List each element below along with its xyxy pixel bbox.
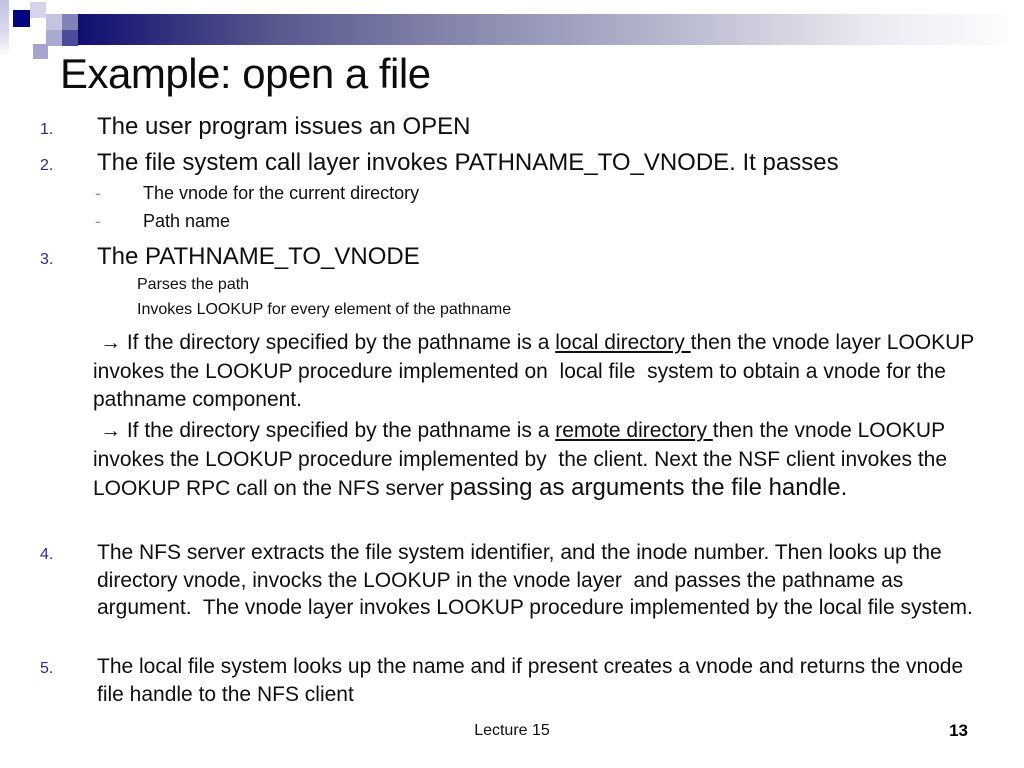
list-item-1: 1. The user program issues an OPEN xyxy=(40,111,990,142)
dash-bullet-icon: - xyxy=(95,184,101,203)
pixel-square xyxy=(62,14,78,30)
sub-bullet-text: Path name xyxy=(143,211,231,231)
pixel-square xyxy=(13,10,30,27)
item-text: The file system call layer invokes PATHN… xyxy=(97,149,839,176)
item-number: 5. xyxy=(40,660,54,677)
pixel-square xyxy=(46,30,62,46)
underlined-text: remote directory xyxy=(555,419,713,442)
left-gradient-strip xyxy=(0,0,9,57)
header-gradient-bar xyxy=(62,14,1008,45)
item-text: The PATHNAME_TO_VNODE xyxy=(97,243,420,270)
sub-line: Invokes LOOKUP for every element of the … xyxy=(137,301,512,318)
sub-line: Parses the path xyxy=(137,276,250,293)
pixel-square xyxy=(62,30,78,46)
item-number: 2. xyxy=(40,157,54,174)
list-item-3: 3. The PATHNAME_TO_VNODE xyxy=(40,241,990,272)
paragraph-text: then the vnode layer LOOKUP invokes the … xyxy=(93,331,980,412)
pixel-square xyxy=(30,2,46,18)
list-item-5: 5. The local file system looks up the na… xyxy=(40,653,990,708)
paragraph-text: then the vnode LOOKUP invokes the LOOKUP… xyxy=(93,419,957,501)
arrow-icon: → xyxy=(100,331,121,354)
paragraph-remote-directory: → If the directory specified by the path… xyxy=(93,417,990,504)
sub-bullet-text: The vnode for the current directory xyxy=(143,183,420,203)
paragraph-local-directory: → If the directory specified by the path… xyxy=(93,329,990,415)
item-number: 1. xyxy=(40,121,54,138)
page-number: 13 xyxy=(949,721,968,740)
item-text: The local file system looks up the name … xyxy=(97,655,970,706)
item-number: 3. xyxy=(40,251,54,268)
sub-bullet: - The vnode for the current directory xyxy=(95,183,955,204)
emphasized-text: passing as arguments the file handle. xyxy=(449,474,848,502)
underlined-text: local directory xyxy=(555,331,691,354)
pixel-square xyxy=(46,14,62,30)
item-text: The user program issues an OPEN xyxy=(97,113,471,140)
arrow-icon: → xyxy=(100,419,121,442)
dash-bullet-icon: - xyxy=(95,212,101,231)
item-number: 4. xyxy=(40,546,54,563)
pixel-square xyxy=(33,44,48,59)
footer-lecture-label: Lecture 15 xyxy=(474,722,550,739)
paragraph-text: If the directory specified by the pathna… xyxy=(121,419,556,442)
sub-bullet: - Path name xyxy=(95,211,955,232)
item-text: The NFS server extracts the file system … xyxy=(97,541,973,620)
list-item-4: 4. The NFS server extracts the file syst… xyxy=(40,539,990,622)
list-item-2: 2. The file system call layer invokes PA… xyxy=(40,147,990,178)
paragraph-text: If the directory specified by the pathna… xyxy=(121,331,556,354)
slide-title: Example: open a file xyxy=(60,50,431,97)
